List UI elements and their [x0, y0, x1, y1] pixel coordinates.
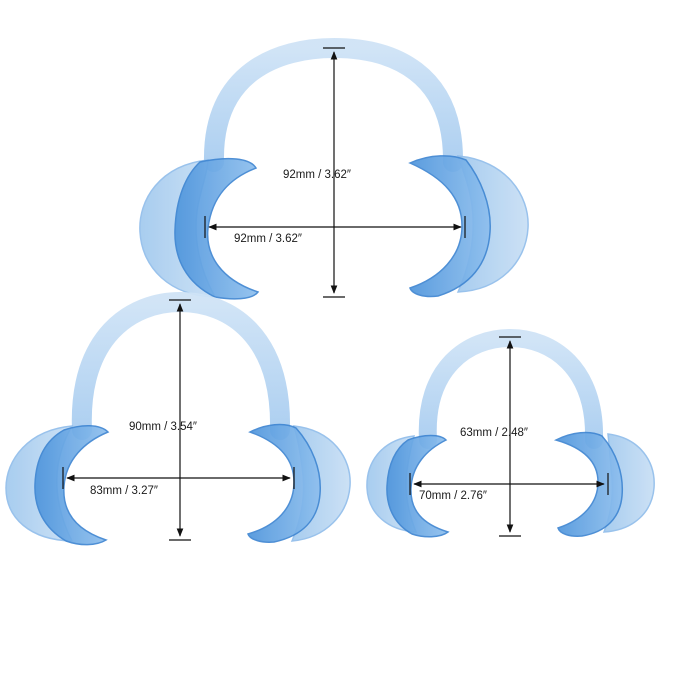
- arch-handle: [418, 328, 604, 449]
- retractor-medium: 90mm / 3.54″ 83mm / 3.27″: [5, 291, 351, 546]
- width-label: 70mm / 2.76″: [419, 490, 487, 502]
- width-dimension: 92mm / 3.62″: [204, 216, 466, 245]
- height-label: 90mm / 3.54″: [129, 421, 197, 433]
- left-cheek-wing: [5, 425, 110, 546]
- height-label: 92mm / 3.62″: [283, 169, 351, 181]
- width-dimension: 83mm / 3.27″: [62, 467, 295, 497]
- retractor-small: 63mm / 2.48″ 70mm / 2.76″: [366, 328, 655, 538]
- left-cheek-wing: [366, 434, 450, 538]
- retractor-large: 92mm / 3.62″ 92mm / 3.62″: [139, 37, 529, 300]
- height-dimension: 90mm / 3.54″: [129, 299, 197, 541]
- height-dimension: 92mm / 3.62″: [283, 47, 351, 298]
- right-cheek-wing: [247, 423, 351, 543]
- width-dimension: 70mm / 2.76″: [409, 473, 609, 502]
- width-label: 83mm / 3.27″: [90, 485, 158, 497]
- height-dimension: 63mm / 2.48″: [460, 336, 528, 537]
- width-label: 92mm / 3.62″: [234, 233, 302, 245]
- height-label: 63mm / 2.48″: [460, 427, 528, 439]
- arch-handle: [71, 291, 291, 440]
- right-cheek-wing: [408, 155, 529, 298]
- left-cheek-wing: [139, 157, 260, 300]
